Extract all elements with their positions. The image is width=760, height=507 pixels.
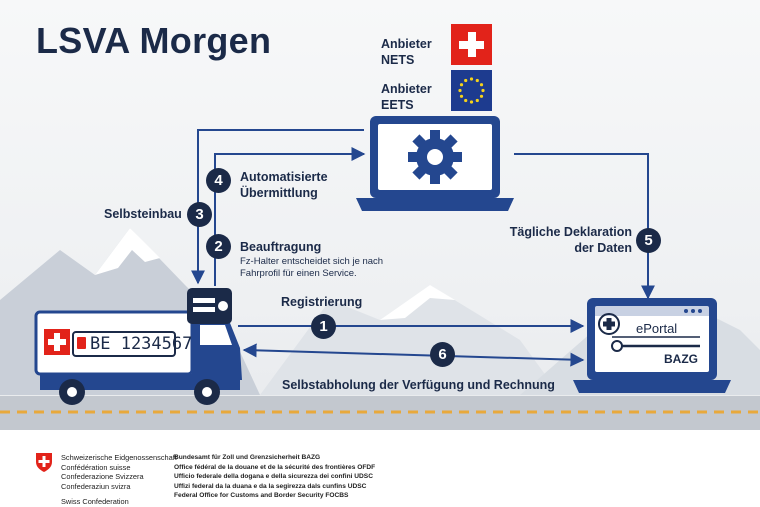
step-2-sublabel-line2: Fahrprofil für einen Service. [240, 268, 357, 279]
footer-right-line3: Ufficio federale della dogana e della si… [174, 473, 373, 481]
swiss-flag-icon [451, 24, 492, 65]
arrow-step-3 [191, 129, 364, 285]
gear-icon [408, 130, 462, 184]
license-plate-number: BE 1234567 [90, 334, 193, 354]
step-4-label-line2: Übermittlung [240, 186, 318, 200]
page-title: LSVA Morgen [36, 20, 272, 61]
search-icon [611, 340, 700, 352]
eportal-laptop [573, 298, 731, 393]
footer-left-line5: Swiss Confederation [61, 497, 129, 507]
arrow-step-6 [242, 343, 585, 367]
footer-right-line5: Federal Office for Customs and Border Se… [174, 492, 349, 500]
step-5-badge: 5 [636, 228, 661, 253]
provider-eets-label: Anbieter EETS [381, 81, 432, 113]
provider-nets-label: Anbieter NETS [381, 36, 432, 68]
step-6-label: Selbstabholung der Verfügung und Rechnun… [282, 378, 555, 392]
step-2-sublabel: Fz-Halter entscheidet sich je nach Fahrp… [240, 256, 383, 280]
step-2-badge: 2 [206, 234, 231, 259]
provider-laptop [356, 116, 514, 211]
truck-swiss-flag [44, 329, 70, 355]
step-4-label-line1: Automatisierte [240, 170, 328, 184]
step-5-label-line1: Tägliche Deklaration [509, 225, 632, 239]
footer-left-line4: Confederaziun svizra [61, 481, 131, 491]
road [0, 396, 760, 430]
step-3-label: Selbsteinbau [104, 207, 182, 221]
footer-right-line2: Office fédéral de la douane et de la séc… [174, 463, 376, 471]
footer-right-line4: Uffizi federal da la duana e da la segir… [174, 482, 367, 490]
step-1-badge: 1 [311, 314, 336, 339]
license-plate: BE 1234567 [72, 331, 192, 357]
provider-nets-line1: Anbieter [381, 37, 432, 51]
confederation-names: Schweizerische Eidgenossenschaft Confédé… [61, 453, 177, 507]
provider-eets-line1: Anbieter [381, 82, 432, 96]
provider-nets-line2: NETS [381, 53, 415, 67]
step-5-label-line2: der Daten [574, 241, 632, 255]
footer-left-line2: Confédération suisse [61, 462, 131, 472]
provider-eets-line2: EETS [381, 98, 414, 112]
footer: Schweizerische Eidgenossenschaft Confédé… [0, 430, 760, 507]
step-5-label: Tägliche Deklaration der Daten [470, 224, 632, 256]
step-1-label: Registrierung [281, 295, 363, 309]
eu-flag-icon [451, 70, 492, 111]
step-2-label: Beauftragung [240, 240, 322, 254]
step-4-badge: 4 [206, 168, 231, 193]
step-3-badge: 3 [187, 202, 212, 227]
eportal-name: ePortal [636, 321, 678, 336]
footer-left-line3: Confederazione Svizzera [61, 472, 144, 482]
step-4-label: Automatisierte Übermittlung [240, 169, 328, 201]
step-6-badge: 6 [430, 342, 455, 367]
footer-left-line1: Schweizerische Eidgenossenschaft [61, 453, 177, 462]
swiss-coat-of-arms-icon [36, 453, 52, 472]
plate-swiss-shield-icon [77, 337, 86, 349]
footer-right-line1: Bundesamt für Zoll und Grenzsicherheit B… [174, 454, 321, 461]
eportal-org: BAZG [664, 352, 698, 366]
obu-device-icon [187, 288, 232, 324]
swiss-cross-icon [598, 313, 620, 335]
office-names: Bundesamt für Zoll und Grenzsicherheit B… [174, 453, 375, 501]
step-2-sublabel-line1: Fz-Halter entscheidet sich je nach [240, 256, 384, 267]
